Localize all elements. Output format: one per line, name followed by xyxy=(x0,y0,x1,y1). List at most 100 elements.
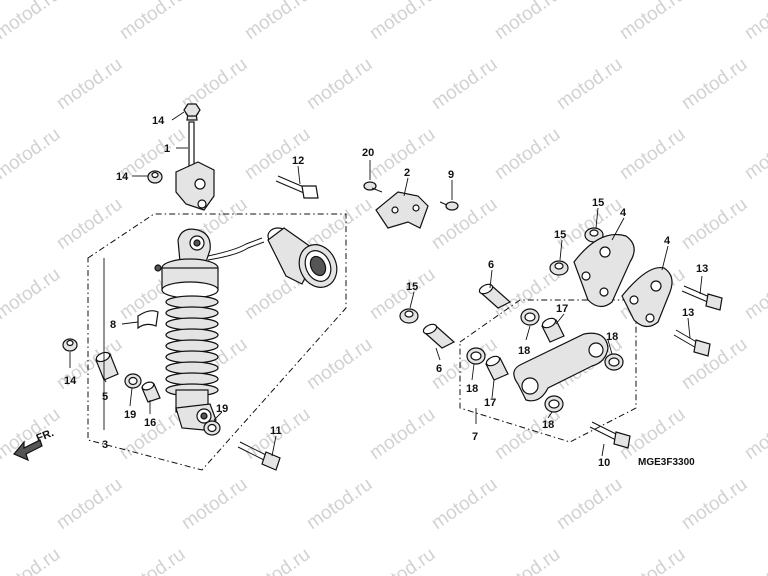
callout-4-right: 4 xyxy=(664,235,671,247)
collar-6-upper xyxy=(478,283,512,309)
bearing-17-upper xyxy=(541,317,565,343)
watermark-text-40: motod.ru xyxy=(428,194,501,254)
callout-13-upper: 13 xyxy=(696,263,708,275)
collar-5 xyxy=(95,351,119,381)
watermark-text-86: motod.ru xyxy=(491,544,564,576)
link-plate-4-left xyxy=(573,233,635,308)
collar-16 xyxy=(141,381,161,403)
watermark-text-82: motod.ru xyxy=(0,544,64,576)
bolt-13-upper xyxy=(681,285,723,311)
watermark-text-31: motod.ru xyxy=(366,124,439,184)
nut-15-left xyxy=(399,308,419,324)
spring-coil-6 xyxy=(165,361,219,375)
nut-14-top xyxy=(183,103,201,117)
watermark-text-34: motod.ru xyxy=(741,124,768,184)
watermark-text-87: motod.ru xyxy=(616,544,689,576)
watermark-text-52: motod.ru xyxy=(741,264,768,324)
spring-coil-3 xyxy=(165,328,219,342)
callout-18-d: 18 xyxy=(542,419,554,431)
callout-14-top: 14 xyxy=(152,115,165,127)
callout-13-lower: 13 xyxy=(682,307,694,319)
callout-18-a: 18 xyxy=(518,345,530,357)
shock-spring xyxy=(165,295,219,397)
watermark-text-77: motod.ru xyxy=(553,474,626,534)
watermark-text-21: motod.ru xyxy=(303,54,376,114)
bolt-20 xyxy=(363,181,383,193)
upper-mount-bracket xyxy=(175,109,215,211)
seal-18-a xyxy=(520,308,540,326)
watermark-text-70: motod.ru xyxy=(741,404,768,464)
watermark-text-22: motod.ru xyxy=(428,54,501,114)
watermark-text-85: motod.ru xyxy=(366,544,439,576)
watermark-text-37: motod.ru xyxy=(53,194,126,254)
bolt-12 xyxy=(275,175,319,199)
nut-14-left xyxy=(147,170,163,184)
watermark-text-30: motod.ru xyxy=(241,124,314,184)
watermark-text-54: motod.ru xyxy=(0,334,1,394)
watermark-text-23: motod.ru xyxy=(553,54,626,114)
callout-labels: 1 14 14 12 3 5 8 14 19 16 19 11 20 2 9 6… xyxy=(64,115,708,469)
watermark-text-15: motod.ru xyxy=(616,0,689,44)
callout-2: 2 xyxy=(404,167,410,179)
spring-coil-1 xyxy=(165,306,219,320)
callout-18-c: 18 xyxy=(466,383,478,395)
callout-15-left: 15 xyxy=(406,281,418,293)
watermark-text-32: motod.ru xyxy=(491,124,564,184)
watermark-text-67: motod.ru xyxy=(366,404,439,464)
watermark-text-42: motod.ru xyxy=(678,194,751,254)
shock-group-frame xyxy=(87,213,347,471)
spring-coil-4 xyxy=(165,339,219,353)
spring-coil-2 xyxy=(165,317,219,331)
watermark-text-76: motod.ru xyxy=(428,474,501,534)
shock-absorber xyxy=(154,228,265,431)
watermark-text-68: motod.ru xyxy=(491,404,564,464)
watermark-text-84: motod.ru xyxy=(241,544,314,576)
callout-17-upper: 17 xyxy=(556,303,568,315)
spring-coil-0 xyxy=(165,295,219,309)
front-direction-arrow-icon xyxy=(13,439,43,462)
callout-20: 20 xyxy=(362,147,374,159)
watermark-text-13: motod.ru xyxy=(366,0,439,44)
link-plate-4-right xyxy=(621,266,673,328)
callout-4-left: 4 xyxy=(620,207,627,219)
watermark-text-18: motod.ru xyxy=(0,54,1,114)
washer-19-right xyxy=(203,420,221,436)
watermark-text-64: motod.ru xyxy=(0,404,64,464)
callout-3: 3 xyxy=(102,439,108,451)
callout-14-bottom: 14 xyxy=(64,375,77,387)
screw-9 xyxy=(439,201,459,211)
watermark-text-16: motod.ru xyxy=(741,0,768,44)
bracket-2 xyxy=(375,191,429,229)
callout-15-middle: 15 xyxy=(554,229,566,241)
spring-coil-5 xyxy=(165,350,219,364)
reservoir-strap-8 xyxy=(137,310,159,330)
watermark-text-46: motod.ru xyxy=(0,264,64,324)
link-7 xyxy=(513,332,609,402)
watermark-text-57: motod.ru xyxy=(303,334,376,394)
watermark-text-24: motod.ru xyxy=(678,54,751,114)
watermark-text-33: motod.ru xyxy=(616,124,689,184)
callout-8: 8 xyxy=(110,319,116,331)
washer-19-left xyxy=(124,373,142,389)
callout-6-upper: 6 xyxy=(488,259,494,271)
watermark-text-88: motod.ru xyxy=(741,544,768,576)
callout-11: 11 xyxy=(270,425,282,437)
callout-14-left: 14 xyxy=(116,171,129,183)
seal-18-c xyxy=(466,347,486,365)
callout-12: 12 xyxy=(292,155,304,167)
watermark-text-12: motod.ru xyxy=(241,0,314,44)
watermark-text-14: motod.ru xyxy=(491,0,564,44)
watermark-text-72: motod.ru xyxy=(0,474,1,534)
callout-9: 9 xyxy=(448,169,454,181)
watermark-text-83: motod.ru xyxy=(116,544,189,576)
watermark-text-11: motod.ru xyxy=(116,0,189,44)
callout-7: 7 xyxy=(472,431,478,443)
bolt-10 xyxy=(589,421,631,449)
nut-15-middle xyxy=(549,260,569,276)
watermark-text-36: motod.ru xyxy=(0,194,1,254)
callout-5: 5 xyxy=(102,391,108,403)
watermark-text-75: motod.ru xyxy=(303,474,376,534)
callout-16: 16 xyxy=(144,417,156,429)
collar-6-lower xyxy=(422,323,456,349)
